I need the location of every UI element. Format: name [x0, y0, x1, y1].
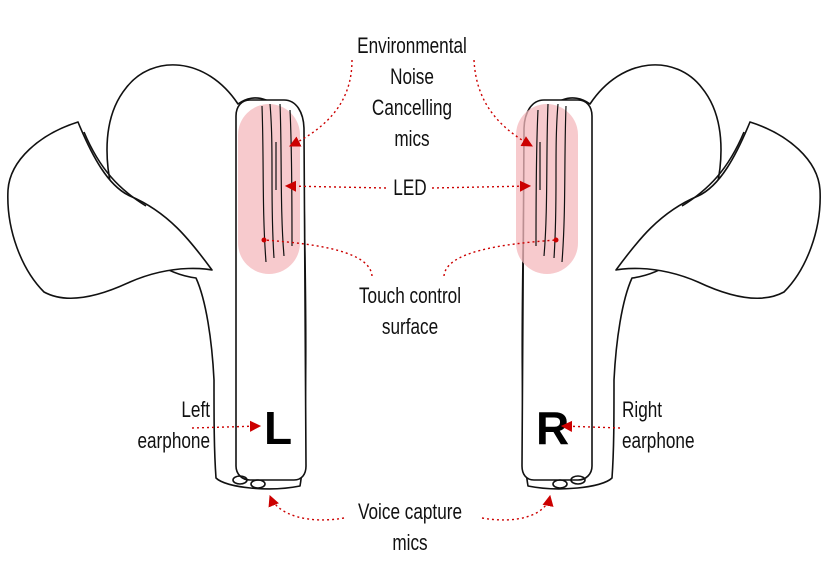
right-earphone	[516, 64, 821, 490]
env-mics-pointer-right	[473, 59, 533, 147]
voice-capture-label: Voice capture mics	[358, 499, 462, 555]
voice-pointer-right	[481, 494, 554, 521]
touch-dot-right	[553, 237, 559, 243]
touch-control-label: Touch control surface	[358, 283, 462, 339]
led-pointer-left	[284, 180, 387, 192]
voice-pointer-left	[268, 494, 345, 521]
left-voice-mic-2	[250, 479, 266, 489]
left-letter: L	[264, 402, 292, 454]
right-letter: R	[536, 402, 569, 454]
left-earphone-pointer	[191, 420, 262, 432]
touch-pointer-right	[443, 239, 557, 277]
right-eartip	[615, 121, 821, 300]
left-earphone	[7, 64, 307, 490]
env-mics-label: Environmental Noise Cancelling mics	[357, 33, 467, 151]
touch-pointer-left	[263, 239, 373, 277]
left-touch-highlight	[238, 104, 300, 274]
left-voice-mic-1	[232, 475, 248, 485]
left-earphone-label: Left earphone	[137, 397, 210, 453]
left-eartip	[7, 121, 213, 300]
right-voice-mic-2	[570, 475, 586, 485]
led-label: LED	[393, 175, 427, 200]
right-eartip-inner	[681, 131, 745, 207]
callouts	[191, 59, 621, 521]
led-pointer-right	[431, 180, 532, 192]
left-eartip-inner	[83, 131, 147, 207]
right-earphone-label: Right earphone	[622, 397, 695, 453]
right-voice-mic-1	[552, 479, 568, 489]
touch-dot-left	[261, 237, 267, 243]
